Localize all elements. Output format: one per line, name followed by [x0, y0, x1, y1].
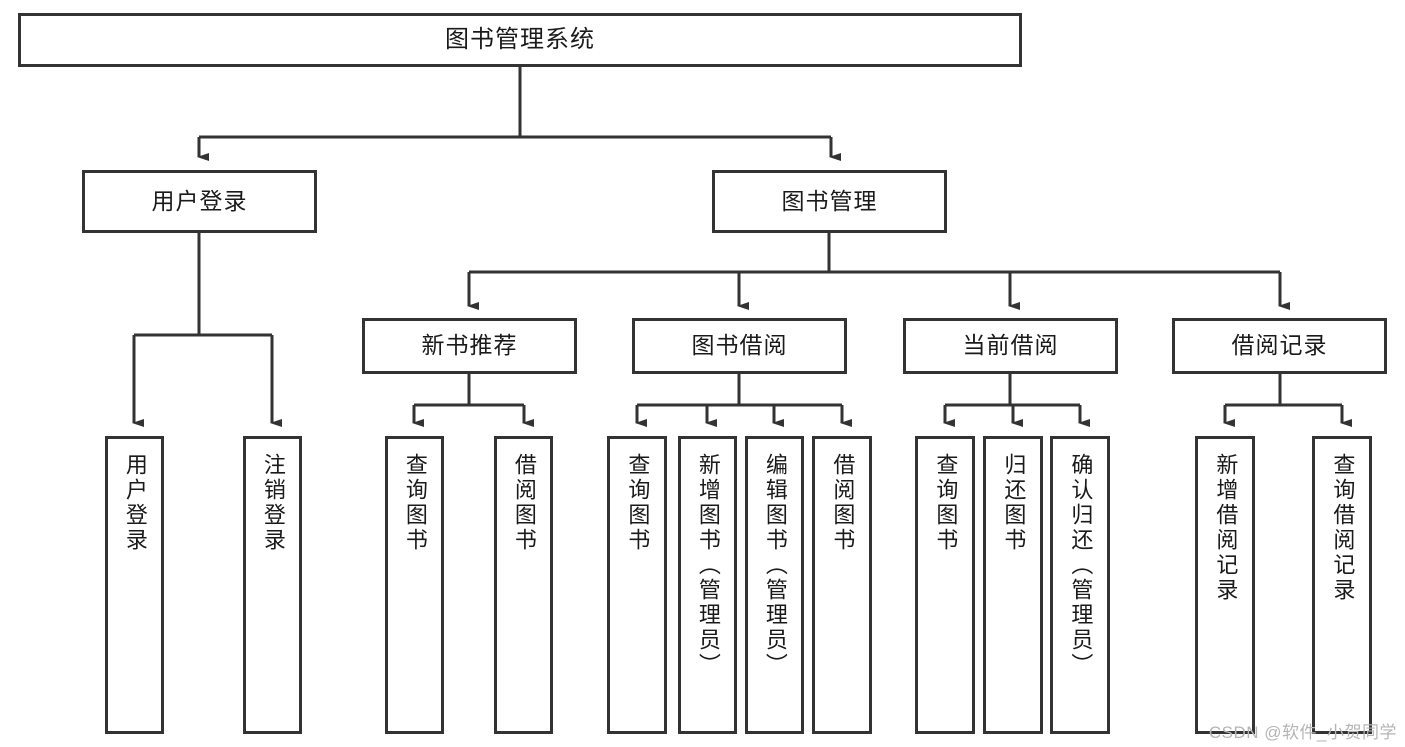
- leaf-recommend-query-book[interactable]: 查询图书: [385, 436, 444, 734]
- node-label: 查询图书: [933, 453, 959, 553]
- node-current-borrow[interactable]: 当前借阅: [903, 318, 1118, 374]
- node-label: 图书管理系统: [445, 25, 595, 53]
- node-label: 编辑图书（管理员）: [762, 453, 788, 678]
- node-book-management[interactable]: 图书管理: [712, 170, 947, 233]
- node-label: 当前借阅: [962, 332, 1059, 359]
- node-label: 用户登录: [122, 453, 148, 553]
- leaf-current-confirm-return-admin[interactable]: 确认归还（管理员）: [1050, 436, 1110, 734]
- node-label: 新书推荐: [421, 332, 518, 359]
- node-label: 借阅记录: [1231, 332, 1328, 359]
- node-borrow-record[interactable]: 借阅记录: [1172, 318, 1387, 374]
- node-book-borrow[interactable]: 图书借阅: [632, 318, 847, 374]
- node-label: 用户登录: [151, 187, 248, 214]
- node-user-login[interactable]: 用户登录: [82, 170, 317, 233]
- leaf-logout[interactable]: 注销登录: [243, 436, 302, 734]
- leaf-user-login[interactable]: 用户登录: [105, 436, 164, 734]
- leaf-recommend-borrow-book[interactable]: 借阅图书: [494, 436, 553, 734]
- node-label: 新增借阅记录: [1213, 453, 1239, 603]
- node-label: 图书管理: [781, 187, 878, 214]
- leaf-record-query-borrow-record[interactable]: 查询借阅记录: [1312, 436, 1372, 734]
- node-label: 确认归还（管理员）: [1068, 453, 1094, 678]
- leaf-borrow-borrow-book[interactable]: 借阅图书: [812, 436, 872, 734]
- node-label: 借阅图书: [511, 453, 537, 553]
- leaf-borrow-edit-book-admin[interactable]: 编辑图书（管理员）: [745, 436, 804, 734]
- node-label: 借阅图书: [830, 453, 856, 553]
- node-label: 查询图书: [625, 453, 651, 553]
- node-new-book-recommend[interactable]: 新书推荐: [362, 318, 577, 374]
- leaf-record-add-borrow-record[interactable]: 新增借阅记录: [1195, 436, 1255, 734]
- leaf-current-query-book[interactable]: 查询图书: [915, 436, 975, 734]
- node-label: 新增图书（管理员）: [695, 453, 721, 678]
- leaf-borrow-add-book-admin[interactable]: 新增图书（管理员）: [678, 436, 737, 734]
- node-label: 查询图书: [402, 453, 428, 553]
- node-root-system[interactable]: 图书管理系统: [18, 13, 1022, 67]
- node-label: 图书借阅: [691, 332, 788, 359]
- node-label: 归还图书: [1001, 453, 1027, 553]
- watermark-text: CSDN @软件_小贺同学: [1208, 723, 1397, 742]
- leaf-borrow-query-book[interactable]: 查询图书: [607, 436, 667, 734]
- node-label: 查询借阅记录: [1330, 453, 1356, 603]
- node-label: 注销登录: [260, 453, 286, 553]
- leaf-current-return-book[interactable]: 归还图书: [983, 436, 1043, 734]
